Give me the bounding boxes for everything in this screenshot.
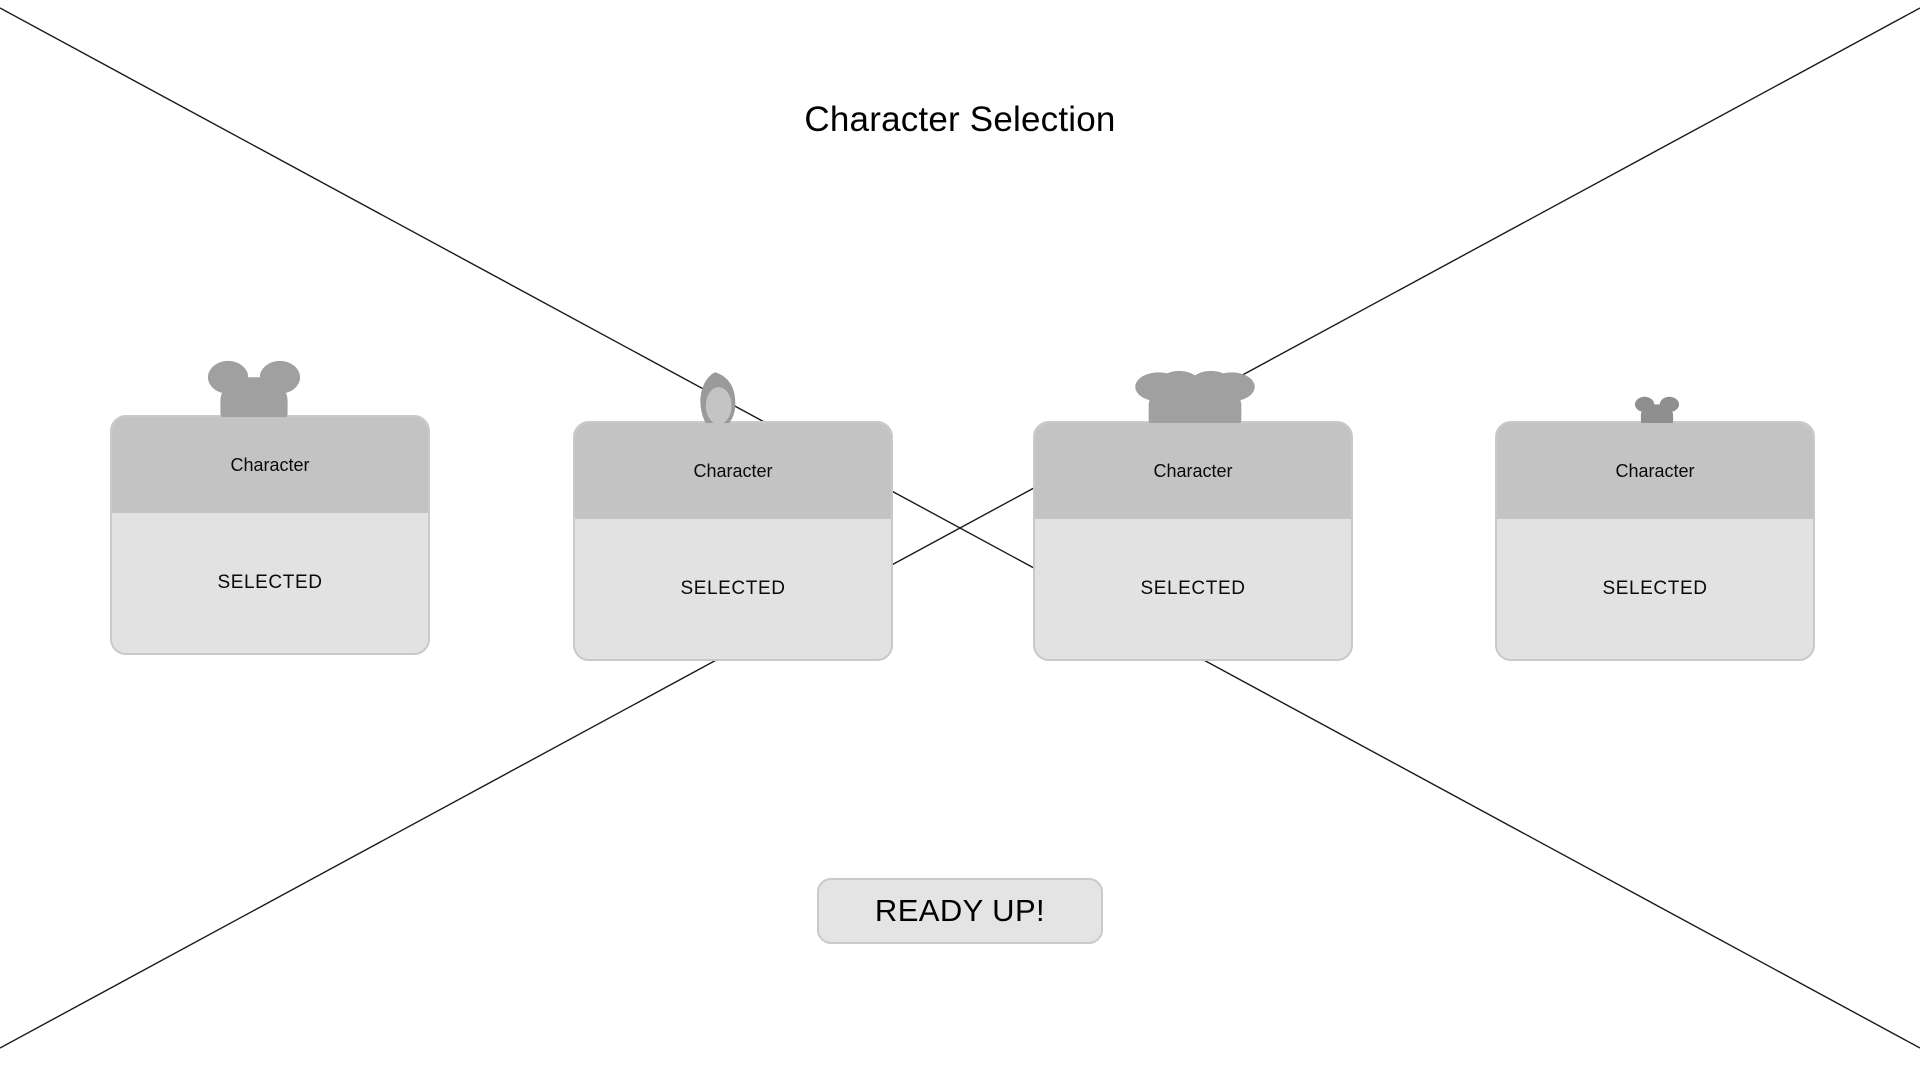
character-status-badge: SELECTED bbox=[1497, 519, 1813, 659]
character-name-label: Character bbox=[575, 423, 891, 519]
page-title: Character Selection bbox=[804, 100, 1116, 139]
character-status-badge: SELECTED bbox=[1035, 519, 1351, 659]
character-name-label: Character bbox=[112, 417, 428, 513]
character-status-badge: SELECTED bbox=[112, 513, 428, 653]
character-name-label: Character bbox=[1497, 423, 1813, 519]
character-status-badge: SELECTED bbox=[575, 519, 891, 659]
character-name-label: Character bbox=[1035, 423, 1351, 519]
ready-up-button[interactable]: READY UP! bbox=[817, 878, 1103, 944]
